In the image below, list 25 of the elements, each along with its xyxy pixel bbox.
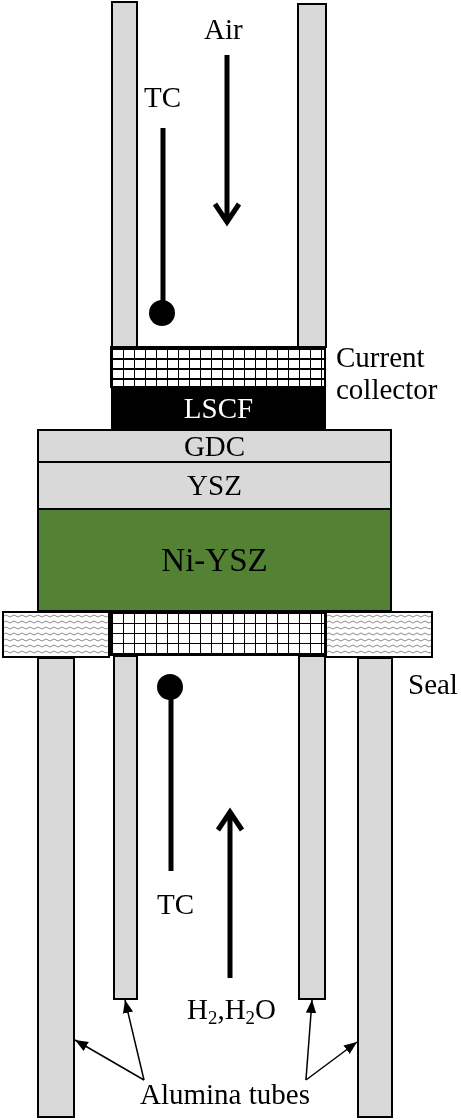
tube (113, 655, 138, 1000)
leader-arrow (305, 1041, 358, 1081)
leader-arrow (74, 1039, 145, 1081)
part-label: Seal (408, 670, 458, 699)
mesh-layer (110, 346, 326, 388)
part-label: Current collector (336, 341, 439, 405)
material-layer: Ni-YSZ (37, 508, 392, 612)
seal-block (325, 611, 433, 658)
thermocouple-label: TC (157, 890, 195, 919)
part-label: Alumina tubes (140, 1080, 310, 1109)
material-layer: LSCF (111, 387, 326, 430)
tube (298, 655, 326, 1000)
tube (37, 657, 75, 1118)
leader-arrow (122, 999, 145, 1081)
tube (111, 1, 138, 348)
seal-block (2, 611, 110, 658)
leader-arrow (305, 999, 317, 1081)
tube (357, 657, 393, 1118)
tube (297, 3, 327, 348)
material-layer: YSZ (37, 461, 392, 510)
mesh-layer (110, 611, 326, 656)
material-layer: GDC (37, 429, 392, 463)
flow-label: Air (204, 15, 243, 44)
flow-label: H$_{2}$,H$_{2}$O (187, 995, 276, 1024)
thermocouple-label: TC (144, 83, 182, 112)
